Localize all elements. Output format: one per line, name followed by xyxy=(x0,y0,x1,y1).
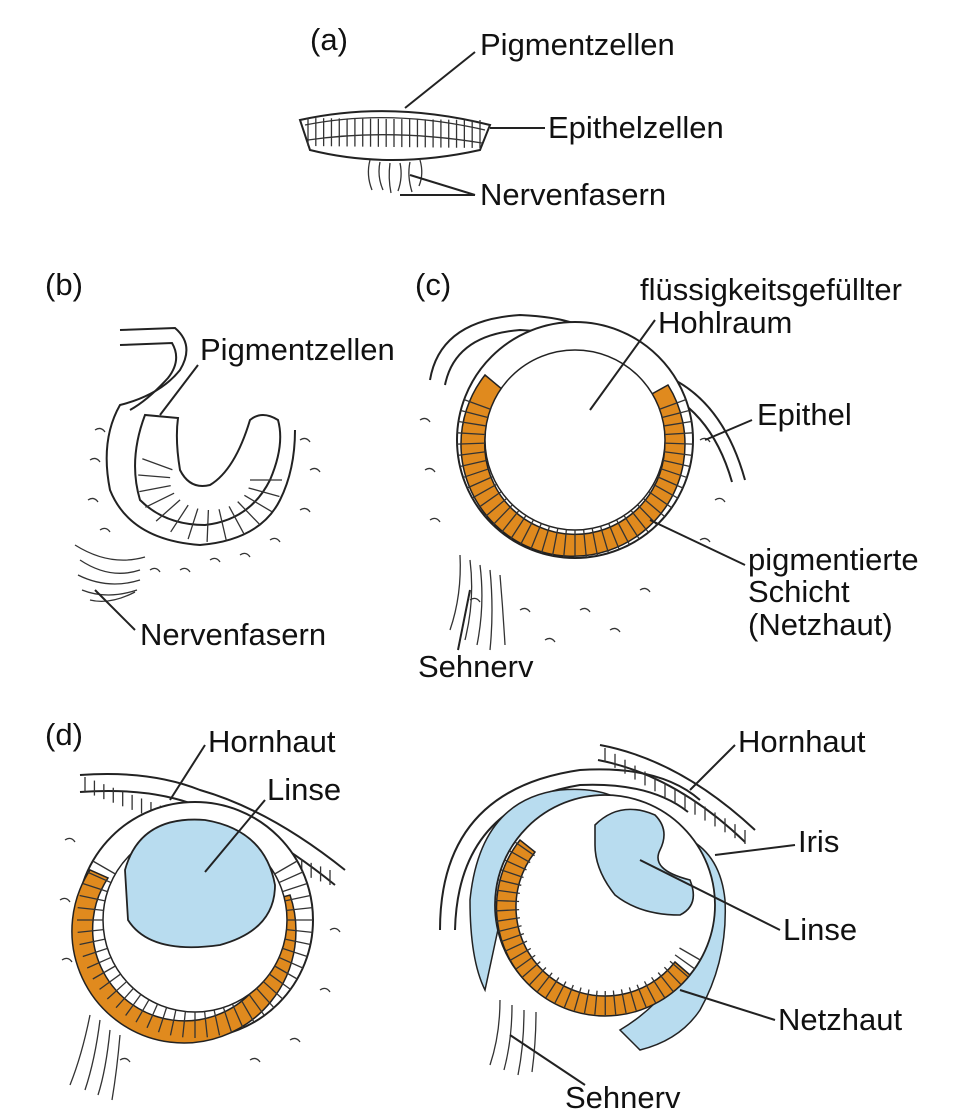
panel-a: (a) Pigmentzellen Epithelzellen Nervenfa… xyxy=(300,22,724,212)
panel-b-tissue xyxy=(88,428,320,572)
cell-wall xyxy=(145,493,174,507)
panel-d-lens-eye xyxy=(60,774,345,1100)
panel-b: (b) Pigmentzellen Nervenfasern xyxy=(45,267,395,652)
panel-b-letter: (b) xyxy=(45,267,83,302)
label-a-pigment: Pigmentzellen xyxy=(480,27,675,62)
lead-e-iris xyxy=(715,845,795,855)
lead-a-pigment xyxy=(405,52,475,108)
label-c-retina-line3: (Netzhaut) xyxy=(748,607,893,642)
panel-a-letter: (a) xyxy=(310,22,348,57)
label-c-retina-line1: pigmentierte xyxy=(748,542,919,577)
label-d-lens: Linse xyxy=(267,772,341,807)
panel-b-nerve-fibers xyxy=(75,545,145,601)
lead-b-nerves xyxy=(95,590,135,630)
panel-d: (d) Hornhaut Linse xyxy=(45,717,345,1100)
panel-b-eye-cup xyxy=(75,328,320,601)
label-c-retina-line2: Schicht xyxy=(748,574,850,609)
label-a-nerves: Nervenfasern xyxy=(480,177,666,212)
lead-e-cornea xyxy=(690,745,735,790)
lead-c-optic-nerve xyxy=(458,590,470,650)
label-d-cornea: Hornhaut xyxy=(208,724,336,759)
panel-d-letter: (d) xyxy=(45,717,83,752)
label-e-retina: Netzhaut xyxy=(778,1002,902,1037)
label-c-cavity-line2: Hohlraum xyxy=(658,305,792,340)
label-c-cavity-line1: flüssigkeitsgefüllter xyxy=(640,272,902,307)
cell-wall xyxy=(207,510,208,542)
lead-c-retina xyxy=(650,520,745,565)
panel-c: (c) flüssigkei xyxy=(415,267,919,684)
cell-wall xyxy=(229,506,244,534)
panel-c-letter: (c) xyxy=(415,267,451,302)
panel-e: Hornhaut Iris Linse Netzhaut Sehnerv xyxy=(440,724,902,1115)
label-b-pigment: Pigmentzellen xyxy=(200,332,395,367)
label-a-epithelium: Epithelzellen xyxy=(548,110,724,145)
panel-d-optic-nerve xyxy=(70,1015,120,1100)
cell-wall xyxy=(219,509,226,540)
panel-e-complex-eye xyxy=(440,745,755,1075)
panel-c-optic-nerve xyxy=(450,555,505,650)
label-e-optic-nerve: Sehnerv xyxy=(565,1080,681,1115)
label-c-optic-nerve: Sehnerv xyxy=(418,649,534,684)
label-e-iris: Iris xyxy=(798,824,839,859)
cell-wall xyxy=(171,505,188,532)
lead-e-optic-nerve xyxy=(510,1035,585,1085)
cell-wall xyxy=(139,486,170,492)
lead-d-cornea xyxy=(170,745,205,800)
cell-wall xyxy=(138,475,170,478)
label-c-epithelium: Epithel xyxy=(757,397,852,432)
cell-wall xyxy=(142,459,172,470)
panel-a-eyespot xyxy=(300,111,490,193)
label-b-nerves: Nervenfasern xyxy=(140,617,326,652)
label-e-lens: Linse xyxy=(783,912,857,947)
label-e-cornea: Hornhaut xyxy=(738,724,866,759)
